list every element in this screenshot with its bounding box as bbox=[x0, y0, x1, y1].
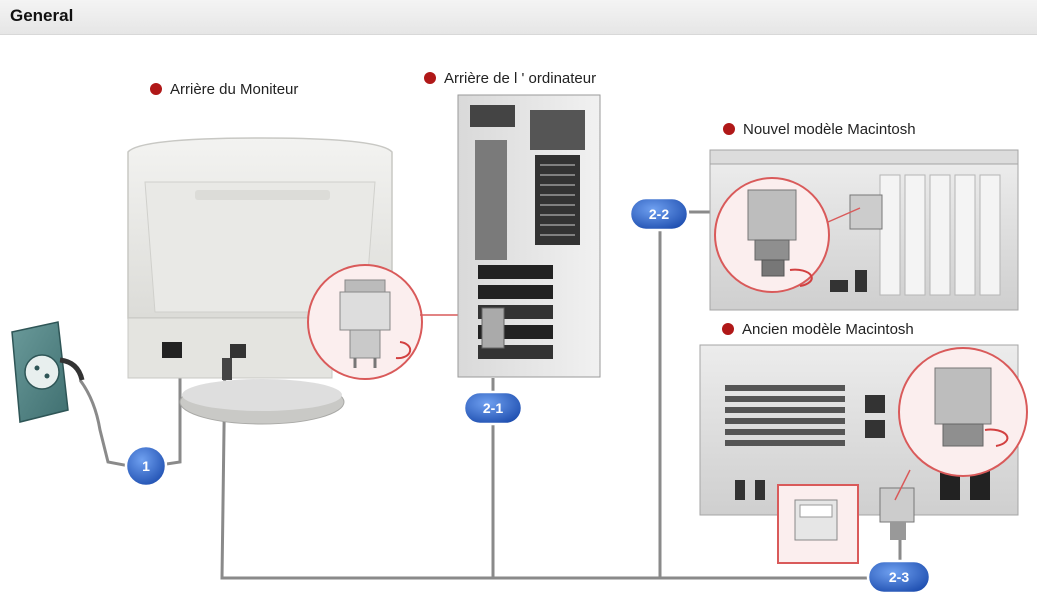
label-computer-back: Arrière de l ' ordinateur bbox=[424, 70, 596, 87]
section-header: General bbox=[0, 0, 1037, 35]
badge-old-mac-text: 2-3 bbox=[889, 569, 909, 585]
badge-power-text: 1 bbox=[142, 458, 150, 474]
pc-tower-rear-illustration bbox=[457, 94, 601, 378]
badge-old-mac: 2-3 bbox=[866, 559, 932, 595]
badge-pc: 2-1 bbox=[462, 390, 524, 426]
label-new-mac-text: Nouvel modèle Macintosh bbox=[743, 121, 916, 138]
badge-new-mac: 2-2 bbox=[628, 196, 690, 232]
label-new-mac: Nouvel modèle Macintosh bbox=[723, 121, 916, 138]
monitor-connector-callout bbox=[307, 264, 470, 380]
badge-new-mac-text: 2-2 bbox=[649, 206, 669, 222]
bullet-icon bbox=[424, 72, 436, 84]
label-old-mac: Ancien modèle Macintosh bbox=[722, 321, 914, 338]
old-mac-adapter-callout bbox=[777, 484, 859, 564]
label-monitor-back-text: Arrière du Moniteur bbox=[170, 81, 298, 98]
bullet-icon bbox=[722, 323, 734, 335]
section-title: General bbox=[10, 6, 74, 25]
label-monitor-back: Arrière du Moniteur bbox=[150, 81, 298, 98]
new-mac-connector-callout bbox=[714, 177, 861, 293]
monitor-rear-illustration bbox=[127, 137, 393, 425]
old-mac-connector-callout bbox=[894, 347, 1028, 501]
badge-pc-text: 2-1 bbox=[483, 400, 503, 416]
label-computer-back-text: Arrière de l ' ordinateur bbox=[444, 70, 596, 87]
bullet-icon bbox=[723, 123, 735, 135]
badge-power: 1 bbox=[124, 444, 168, 488]
wall-socket-icon bbox=[11, 321, 85, 423]
label-old-mac-text: Ancien modèle Macintosh bbox=[742, 321, 914, 338]
bullet-icon bbox=[150, 83, 162, 95]
